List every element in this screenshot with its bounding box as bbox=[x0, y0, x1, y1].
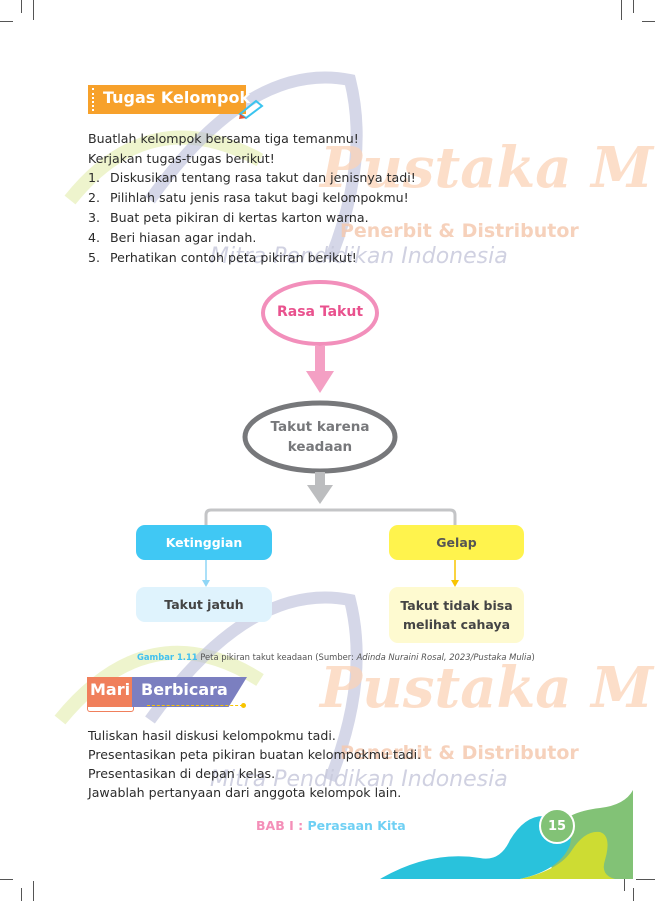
caption-text: Peta pikiran takut keadaan (Sumber: bbox=[200, 652, 357, 662]
crop-mark bbox=[633, 888, 634, 901]
speak-line: Presentasikan di depan kelas. bbox=[88, 766, 276, 781]
chapter-label: BAB I : bbox=[256, 818, 304, 833]
figure-caption: Gambar 1.11 Peta pikiran takut keadaan (… bbox=[137, 652, 535, 662]
crop-mark bbox=[21, 888, 22, 901]
detail-line: Takut tidak bisa bbox=[400, 598, 513, 613]
dashed-decoration bbox=[147, 705, 243, 706]
step-text: Beri hiasan agar indah. bbox=[110, 230, 257, 245]
yellow-arrow-head bbox=[451, 580, 459, 587]
crop-mark bbox=[0, 21, 13, 22]
pink-arrow-shaft bbox=[315, 346, 325, 372]
step-number: 5. bbox=[88, 250, 101, 265]
step-number: 4. bbox=[88, 230, 101, 245]
header-block-mari bbox=[87, 677, 132, 707]
branch-gelap: Gelap bbox=[389, 525, 524, 560]
crop-mark bbox=[636, 879, 655, 880]
header-underline bbox=[87, 707, 134, 712]
detail-takut-jatuh: Takut jatuh bbox=[136, 587, 272, 622]
grey-arrow-head bbox=[307, 485, 333, 504]
crop-mark bbox=[0, 879, 13, 880]
detail-takut-gelap: Takut tidak bisa melihat cahaya bbox=[389, 587, 524, 643]
caption-label: Gambar 1.11 bbox=[137, 652, 198, 662]
section-header-task: Tugas Kelompok bbox=[88, 85, 250, 114]
center-node: Takut karena keadaan bbox=[250, 417, 390, 457]
chapter-title: Perasaan Kita bbox=[307, 818, 406, 833]
root-node-label: Rasa Takut bbox=[276, 304, 364, 320]
pencil-icon bbox=[238, 99, 264, 120]
crop-mark bbox=[33, 881, 34, 901]
pink-arrow-head bbox=[306, 371, 334, 393]
speak-line: Tuliskan hasil diskusi kelompokmu tadi. bbox=[88, 728, 336, 743]
detail-line: melihat cahaya bbox=[402, 617, 511, 632]
caption-close: ) bbox=[531, 652, 535, 662]
center-ellipse bbox=[242, 400, 398, 474]
center-node-line: Takut karena bbox=[270, 419, 370, 435]
step-number: 3. bbox=[88, 210, 101, 225]
header-block-berbicara bbox=[132, 677, 247, 707]
speak-line: Jawablah pertanyaan dari anggota kelompo… bbox=[88, 785, 402, 800]
crop-mark bbox=[21, 0, 22, 13]
speak-line: Presentasikan peta pikiran buatan kelomp… bbox=[88, 747, 422, 762]
step-text: Perhatikan contoh peta pikiran berikut! bbox=[110, 250, 357, 265]
grey-arrow-shaft bbox=[315, 472, 325, 486]
crop-mark bbox=[642, 21, 655, 22]
section-header-speak: Mari Berbicara bbox=[87, 677, 247, 713]
section-title: Tugas Kelompok bbox=[103, 88, 251, 107]
crop-mark bbox=[33, 0, 34, 20]
crop-mark bbox=[633, 0, 634, 13]
speak-title-b: Berbicara bbox=[141, 680, 228, 699]
root-ellipse bbox=[261, 280, 379, 346]
step-text: Pilihlah satu jenis rasa takut bagi kelo… bbox=[110, 190, 409, 205]
caption-source: Adinda Nuraini Rosal, 2023/Pustaka Mulia bbox=[356, 652, 532, 662]
center-node-line: keadaan bbox=[287, 439, 353, 455]
blue-arrow-head bbox=[202, 580, 210, 587]
speak-title-a: Mari bbox=[90, 680, 131, 699]
dot-decoration bbox=[241, 703, 246, 708]
step-text: Diskusikan tentang rasa takut dan jenisn… bbox=[110, 170, 416, 185]
crop-mark bbox=[624, 877, 625, 891]
footer-chapter: BAB I : Perasaan Kita bbox=[256, 818, 406, 833]
crop-mark bbox=[621, 0, 622, 20]
intro-line: Kerjakan tugas-tugas berikut! bbox=[88, 151, 275, 166]
branch-connector bbox=[204, 508, 457, 526]
branch-ketinggian: Ketinggian bbox=[136, 525, 272, 560]
dotted-decoration bbox=[92, 88, 94, 111]
page-number: 15 bbox=[539, 808, 575, 844]
step-number: 2. bbox=[88, 190, 101, 205]
step-text: Buat peta pikiran di kertas karton warna… bbox=[110, 210, 369, 225]
step-number: 1. bbox=[88, 170, 101, 185]
intro-line: Buatlah kelompok bersama tiga temanmu! bbox=[88, 131, 359, 146]
